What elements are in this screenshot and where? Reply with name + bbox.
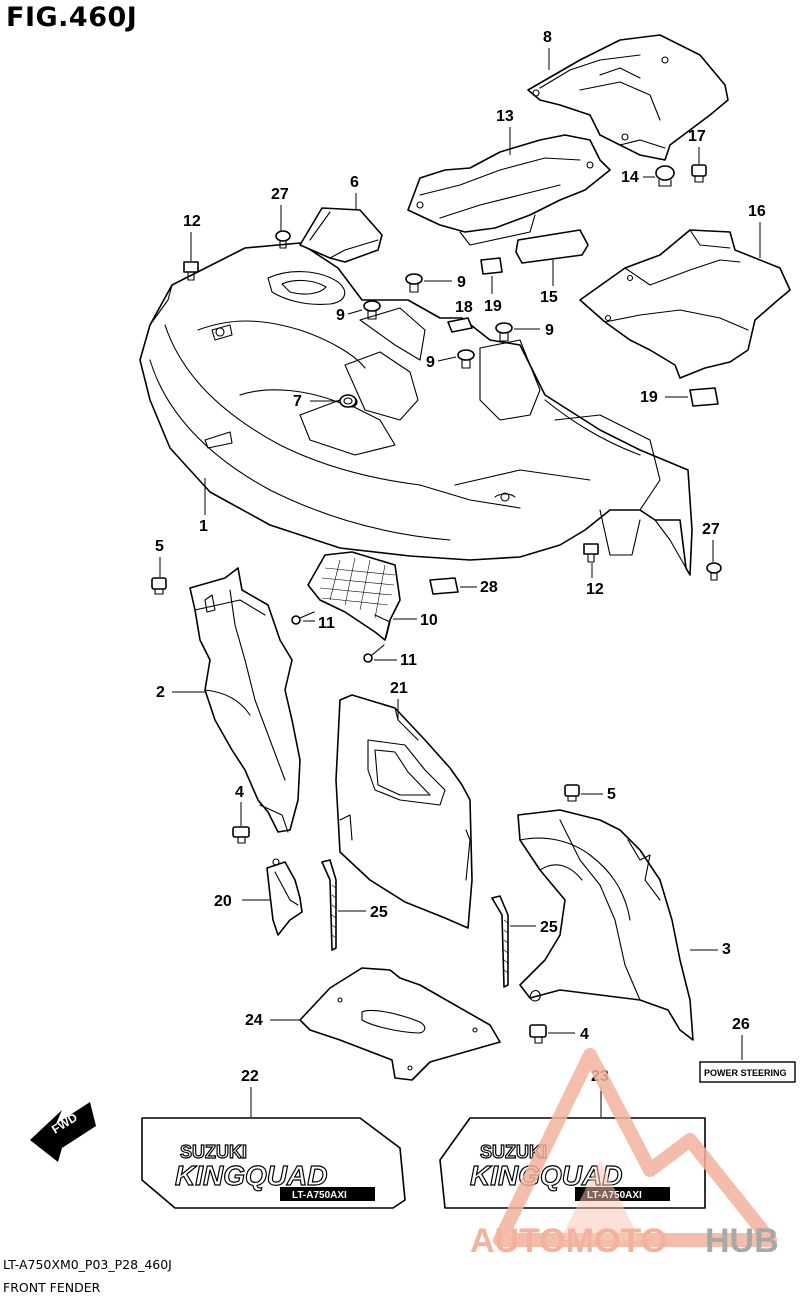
callout-1: 1 bbox=[199, 518, 208, 535]
bolt-part-17 bbox=[691, 164, 707, 183]
screw-part-9-a bbox=[405, 273, 423, 293]
clip-part-12-bottom bbox=[583, 543, 599, 563]
callout-24: 24 bbox=[245, 1012, 263, 1029]
callout-4-right: 4 bbox=[580, 1026, 589, 1043]
callout-26: 26 bbox=[732, 1016, 750, 1033]
screw-part-9-c bbox=[495, 322, 513, 342]
callout-8: 8 bbox=[543, 29, 552, 46]
section-name: FRONT FENDER bbox=[3, 1280, 101, 1295]
carrier-cover-part-8 bbox=[527, 34, 729, 161]
callout-22: 22 bbox=[241, 1068, 259, 1085]
front-fender-main-part-1 bbox=[139, 242, 693, 576]
sponge-part-28 bbox=[429, 577, 459, 595]
callout-4-left: 4 bbox=[235, 784, 244, 801]
callout-12-top: 12 bbox=[183, 213, 201, 230]
callout-9-d: 9 bbox=[426, 354, 435, 371]
screw-part-9-d bbox=[457, 349, 475, 369]
callout-5-left: 5 bbox=[155, 538, 164, 555]
callout-11-b: 11 bbox=[400, 652, 417, 669]
callout-11-a: 11 bbox=[318, 615, 335, 632]
callout-19-right: 19 bbox=[640, 389, 658, 406]
callout-19-top: 19 bbox=[484, 298, 502, 315]
bolt-part-5-left bbox=[151, 577, 167, 595]
bracket-part-13 bbox=[407, 134, 611, 246]
decal-left-part-22: SUZUKI KINGQUAD LT-A750AXI bbox=[141, 1117, 406, 1209]
watermark-text-hub: HUB bbox=[705, 1222, 779, 1260]
clip-part-4-right bbox=[529, 1024, 547, 1044]
callout-14: 14 bbox=[621, 169, 639, 186]
screw-part-9-b bbox=[363, 300, 381, 320]
right-mud-guard-part-3 bbox=[517, 809, 694, 1041]
callout-25-left: 25 bbox=[370, 904, 388, 921]
callout-17: 17 bbox=[688, 128, 706, 145]
figure-title: FIG.460J bbox=[6, 2, 138, 33]
power-steering-decal-part-26: POWER STEERING bbox=[699, 1061, 796, 1083]
cable-tie-part-25-right bbox=[491, 895, 509, 988]
svg-text:SUZUKI: SUZUKI bbox=[180, 1142, 247, 1162]
callout-9-c: 9 bbox=[545, 322, 554, 339]
decal-left-text: SUZUKI KINGQUAD LT-A750AXI bbox=[174, 1141, 375, 1201]
callout-5-right: 5 bbox=[607, 786, 616, 803]
callout-13: 13 bbox=[496, 108, 514, 125]
callout-7: 7 bbox=[293, 393, 302, 410]
svg-text:POWER STEERING: POWER STEERING bbox=[704, 1068, 787, 1078]
rivet-part-27-right bbox=[706, 562, 722, 581]
callout-25-right: 25 bbox=[540, 919, 558, 936]
grille-part-10 bbox=[307, 551, 401, 641]
svg-text:SUZUKI: SUZUKI bbox=[480, 1142, 547, 1162]
callout-27-top: 27 bbox=[271, 186, 289, 203]
watermark-text-automoto: AUTOMOTO bbox=[470, 1222, 667, 1260]
rivet-part-27-top bbox=[275, 230, 291, 249]
svg-text:KINGQUAD: KINGQUAD bbox=[175, 1160, 327, 1191]
side-panel-part-16 bbox=[579, 229, 791, 379]
callout-28: 28 bbox=[480, 579, 498, 596]
bolt-part-5-right bbox=[564, 784, 580, 802]
callout-6: 6 bbox=[350, 174, 359, 191]
pad-part-15 bbox=[515, 229, 589, 264]
callout-3: 3 bbox=[722, 941, 731, 958]
callout-9-b: 9 bbox=[336, 307, 345, 324]
callout-16: 16 bbox=[748, 203, 766, 220]
left-mud-guard-part-2 bbox=[189, 567, 301, 833]
skid-plate-part-24 bbox=[299, 967, 501, 1081]
lid-part-6 bbox=[299, 207, 383, 263]
cushion-part-19-right bbox=[689, 387, 719, 407]
grommet-part-7 bbox=[339, 394, 357, 408]
callout-15: 15 bbox=[540, 289, 558, 306]
callout-2: 2 bbox=[156, 684, 165, 701]
clip-part-4-left bbox=[232, 826, 250, 844]
screw-part-11-a bbox=[291, 611, 315, 625]
automotohub-watermark: AUTOMOTO HUB bbox=[470, 1048, 779, 1260]
screw-part-11-b bbox=[363, 644, 385, 663]
callout-27-right: 27 bbox=[702, 521, 720, 538]
callout-21: 21 bbox=[390, 680, 408, 697]
callout-12-bottom: 12 bbox=[586, 581, 604, 598]
callout-20: 20 bbox=[214, 893, 232, 910]
bracket-part-20 bbox=[266, 858, 303, 936]
svg-text:LT-A750AXI: LT-A750AXI bbox=[292, 1190, 347, 1201]
model-code: LT-A750XM0_P03_P28_460J bbox=[3, 1257, 172, 1272]
nut-part-14 bbox=[655, 165, 675, 187]
callout-10: 10 bbox=[420, 612, 438, 629]
clip-part-12-top bbox=[183, 261, 199, 281]
spacer-part-18 bbox=[447, 317, 473, 333]
cushion-part-19-top bbox=[480, 257, 503, 275]
callout-9-a: 9 bbox=[457, 274, 466, 291]
fwd-arrow-icon: FWD bbox=[30, 1102, 96, 1162]
inner-cover-part-21 bbox=[335, 694, 473, 929]
callout-18: 18 bbox=[455, 299, 473, 316]
cable-tie-part-25-left bbox=[321, 859, 337, 951]
